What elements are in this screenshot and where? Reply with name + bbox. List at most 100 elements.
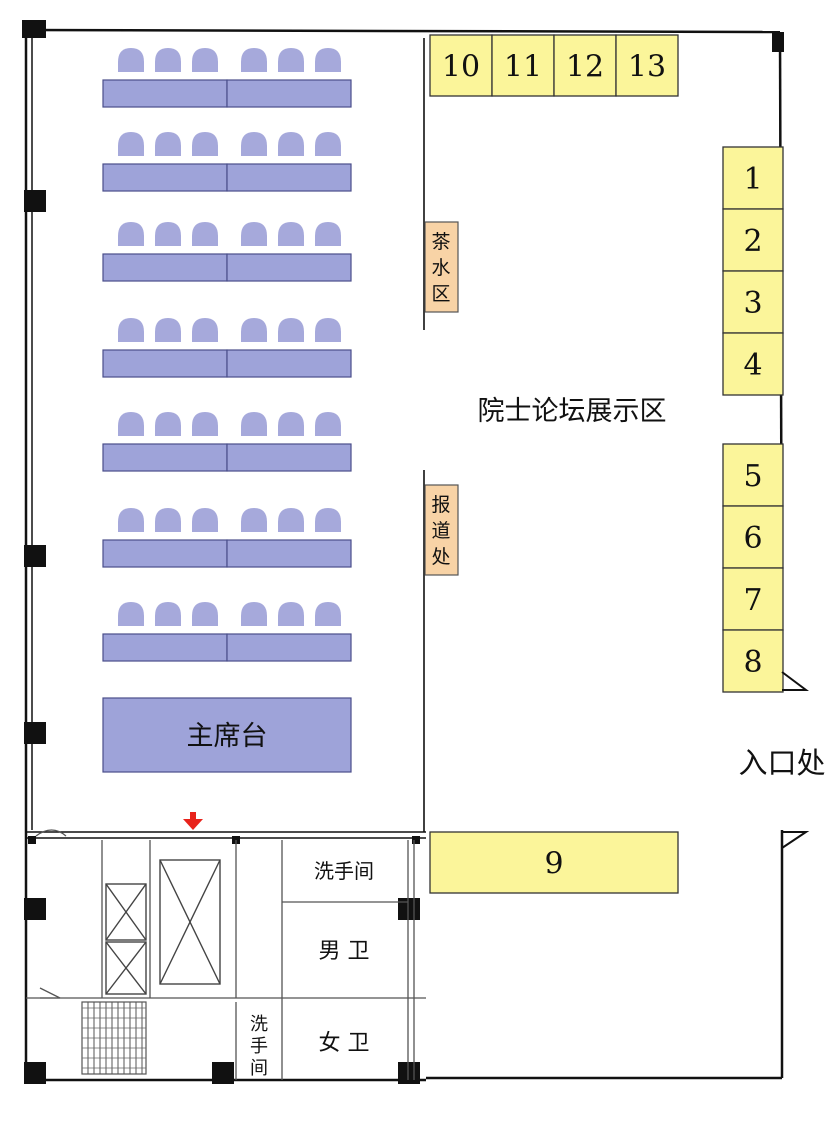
booth[interactable]: 12: [553, 34, 617, 97]
seat[interactable]: [241, 412, 267, 436]
seat[interactable]: [192, 318, 218, 342]
seat[interactable]: [192, 602, 218, 626]
desk: [102, 79, 228, 108]
seat[interactable]: [155, 318, 181, 342]
column: [24, 722, 46, 744]
seat[interactable]: [278, 222, 304, 246]
column: [772, 32, 784, 52]
seat[interactable]: [315, 602, 341, 626]
booth[interactable]: 10: [429, 34, 493, 97]
seat[interactable]: [118, 412, 144, 436]
seat[interactable]: [192, 48, 218, 72]
elevator-cross: [105, 941, 147, 995]
seat[interactable]: [192, 412, 218, 436]
booth[interactable]: 3: [722, 270, 784, 334]
booth-box: [722, 629, 784, 693]
seat[interactable]: [315, 412, 341, 436]
entrance[interactable]: 入口处: [738, 671, 826, 849]
seat[interactable]: [241, 508, 267, 532]
seat[interactable]: [192, 508, 218, 532]
seat[interactable]: [278, 412, 304, 436]
seat[interactable]: [278, 508, 304, 532]
seat[interactable]: [315, 48, 341, 72]
booth-number: 2: [743, 224, 762, 259]
registration-desk[interactable]: 报 道 处: [424, 484, 459, 576]
desk: [226, 253, 352, 282]
booth[interactable]: 7: [722, 567, 784, 631]
podium-label: 主席台: [187, 721, 268, 752]
seat[interactable]: [155, 412, 181, 436]
seat[interactable]: [241, 602, 267, 626]
seat[interactable]: [118, 132, 144, 156]
seat[interactable]: [278, 602, 304, 626]
entrance-door-lower: [781, 831, 810, 849]
seat[interactable]: [278, 48, 304, 72]
column: [24, 190, 46, 212]
registration-char-1: 报: [431, 494, 450, 516]
seating-row: [102, 48, 352, 108]
washroom-vertical-char-3: 间: [250, 1058, 268, 1079]
seat[interactable]: [241, 222, 267, 246]
stairs-icon: [81, 1001, 147, 1075]
seat[interactable]: [118, 48, 144, 72]
desk: [102, 163, 228, 192]
booth-box: [429, 34, 493, 97]
booth[interactable]: 9: [429, 831, 679, 894]
booth-number: 8: [743, 645, 762, 680]
tea-char-3: 区: [431, 283, 450, 305]
women-washroom-label: 女 卫: [319, 1031, 370, 1056]
seat[interactable]: [315, 132, 341, 156]
booth[interactable]: 8: [722, 629, 784, 693]
tea-char-2: 水: [431, 257, 450, 279]
seat[interactable]: [118, 222, 144, 246]
booth-number: 11: [504, 49, 542, 84]
seat[interactable]: [315, 508, 341, 532]
seat[interactable]: [315, 222, 341, 246]
desk: [226, 633, 352, 662]
booth[interactable]: 5: [722, 443, 784, 507]
seat[interactable]: [155, 222, 181, 246]
podium: 主席台: [102, 697, 352, 773]
column: [24, 898, 46, 920]
column: [398, 1062, 420, 1084]
seat[interactable]: [155, 508, 181, 532]
seat[interactable]: [192, 132, 218, 156]
column: [398, 898, 420, 920]
elevator-cross: [159, 859, 221, 985]
booth[interactable]: 1: [722, 146, 784, 210]
booth[interactable]: 4: [722, 332, 784, 396]
seat[interactable]: [118, 508, 144, 532]
booth[interactable]: 13: [615, 34, 679, 97]
seating-row: [102, 412, 352, 472]
seat[interactable]: [241, 132, 267, 156]
booth-box: [722, 146, 784, 210]
seat[interactable]: [241, 318, 267, 342]
seat[interactable]: [278, 132, 304, 156]
door-swing: [35, 829, 67, 837]
seating-row: [102, 132, 352, 192]
seat[interactable]: [315, 318, 341, 342]
seat[interactable]: [192, 222, 218, 246]
seat[interactable]: [278, 318, 304, 342]
red-down-arrow-icon: [183, 812, 203, 830]
desk: [226, 163, 352, 192]
elevator-cross: [105, 883, 147, 941]
booth-box: [722, 270, 784, 334]
seat[interactable]: [155, 48, 181, 72]
seat[interactable]: [155, 602, 181, 626]
booth-number: 6: [743, 521, 762, 556]
booth-number: 3: [743, 286, 762, 321]
booth-box: [722, 443, 784, 507]
booth[interactable]: 11: [491, 34, 555, 97]
booth-box: [722, 208, 784, 272]
booth[interactable]: 6: [722, 505, 784, 569]
seat[interactable]: [118, 318, 144, 342]
seat[interactable]: [118, 602, 144, 626]
men-washroom-label: 男 卫: [319, 939, 370, 964]
seat[interactable]: [241, 48, 267, 72]
seat[interactable]: [155, 132, 181, 156]
tea-area[interactable]: 茶 水 区: [424, 221, 459, 313]
booth[interactable]: 2: [722, 208, 784, 272]
